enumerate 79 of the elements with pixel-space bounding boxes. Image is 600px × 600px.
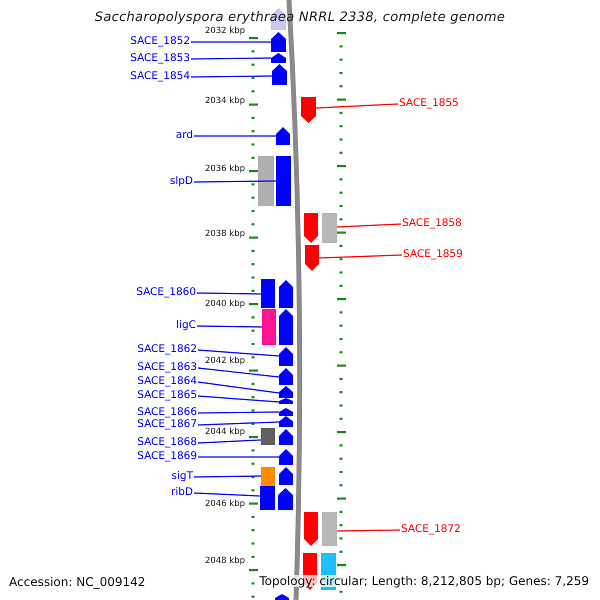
leader-line bbox=[194, 135, 276, 137]
gene-label: SACE_1869 bbox=[137, 451, 197, 462]
gene-block bbox=[261, 279, 275, 308]
gene-block bbox=[261, 428, 275, 445]
leader-line bbox=[198, 421, 280, 426]
gene-feature bbox=[304, 213, 318, 243]
scale-label: 2040 kbp bbox=[204, 300, 245, 308]
scale-label: 2036 kbp bbox=[204, 165, 245, 174]
gene-feature bbox=[275, 594, 289, 600]
title: Saccharopolyspora erythraea NRRL 2338, complete genome bbox=[94, 11, 506, 24]
leader-line bbox=[191, 41, 271, 43]
leader-line bbox=[316, 103, 398, 109]
gene-feature bbox=[279, 347, 293, 366]
genome-info-text: Topology: circular; Length: 8,212,805 bp; Genes: 7,259 bbox=[258, 575, 590, 587]
gene-feature bbox=[279, 467, 293, 485]
scale-label: 2042 kbp bbox=[204, 357, 245, 366]
gene-block bbox=[322, 512, 337, 546]
leader-line bbox=[336, 529, 400, 532]
gene-label: SACE_1855 bbox=[399, 98, 459, 108]
leader-line bbox=[198, 456, 279, 458]
gene-label: sigT bbox=[172, 471, 193, 482]
gene-label: SACE_1868 bbox=[137, 437, 197, 448]
gene-block bbox=[260, 486, 275, 510]
leader-line bbox=[198, 381, 280, 394]
scale-label: 2038 kbp bbox=[204, 230, 245, 238]
gene-feature bbox=[279, 408, 293, 416]
gene-block bbox=[262, 309, 276, 345]
scale-label: 2048 kbp bbox=[204, 557, 245, 566]
gene-label: SACE_1860 bbox=[136, 287, 196, 298]
gene-block bbox=[276, 156, 291, 206]
gene-label: ligC bbox=[176, 320, 196, 330]
leader-line bbox=[194, 475, 261, 478]
gene-label: SACE_1867 bbox=[137, 419, 197, 430]
scale-label: 2034 kbp bbox=[204, 97, 245, 106]
gene-label: SACE_1872 bbox=[401, 524, 461, 534]
gene-block bbox=[258, 156, 274, 206]
gene-label: SACE_1865 bbox=[137, 390, 197, 400]
gene-block bbox=[322, 213, 337, 243]
gene-label: slpD bbox=[170, 176, 193, 186]
gene-label: SACE_1866 bbox=[137, 407, 197, 418]
leader-line bbox=[196, 325, 262, 328]
gene-label: SACE_1853 bbox=[130, 53, 190, 64]
gene-label: SACE_1859 bbox=[403, 249, 463, 260]
scale-label: 2046 kbp bbox=[204, 500, 245, 508]
gene-feature bbox=[305, 245, 319, 271]
gene-label: ribD bbox=[171, 487, 193, 498]
gene-feature bbox=[279, 368, 293, 385]
gene-feature bbox=[279, 416, 293, 427]
gene-label: SACE_1862 bbox=[137, 344, 197, 354]
gene-label: SACE_1852 bbox=[130, 36, 190, 46]
leader-line bbox=[191, 57, 271, 60]
scale-label: 2032 kbp bbox=[204, 27, 245, 36]
leader-line bbox=[196, 292, 262, 295]
leader-line bbox=[194, 492, 260, 497]
gene-feature bbox=[279, 449, 293, 465]
gene-feature bbox=[301, 97, 316, 123]
leader-line bbox=[191, 75, 272, 78]
leader-line bbox=[336, 223, 402, 228]
leader-line bbox=[318, 254, 402, 259]
leader-line bbox=[198, 439, 262, 444]
scale-label: 2044 kbp bbox=[204, 428, 245, 436]
gene-label: SACE_1864 bbox=[137, 376, 197, 386]
leader-line bbox=[198, 395, 280, 403]
gene-label: ard bbox=[176, 130, 193, 140]
leader-line bbox=[198, 411, 279, 414]
gene-feature bbox=[279, 309, 293, 345]
gene-label: SACE_1858 bbox=[402, 218, 462, 228]
gene-feature bbox=[304, 512, 318, 546]
gene-feature bbox=[278, 488, 293, 510]
accession-text: Accession: NC_009142 bbox=[9, 576, 146, 588]
gene-block bbox=[261, 467, 275, 486]
gene-label: SACE_1863 bbox=[137, 362, 197, 372]
leader-line bbox=[194, 180, 276, 183]
gene-feature bbox=[279, 429, 293, 445]
leader-line bbox=[198, 349, 280, 357]
leader-line bbox=[198, 367, 280, 378]
gene-feature bbox=[276, 127, 290, 145]
gene-label: SACE_1854 bbox=[130, 71, 190, 82]
gene-feature bbox=[279, 280, 293, 308]
